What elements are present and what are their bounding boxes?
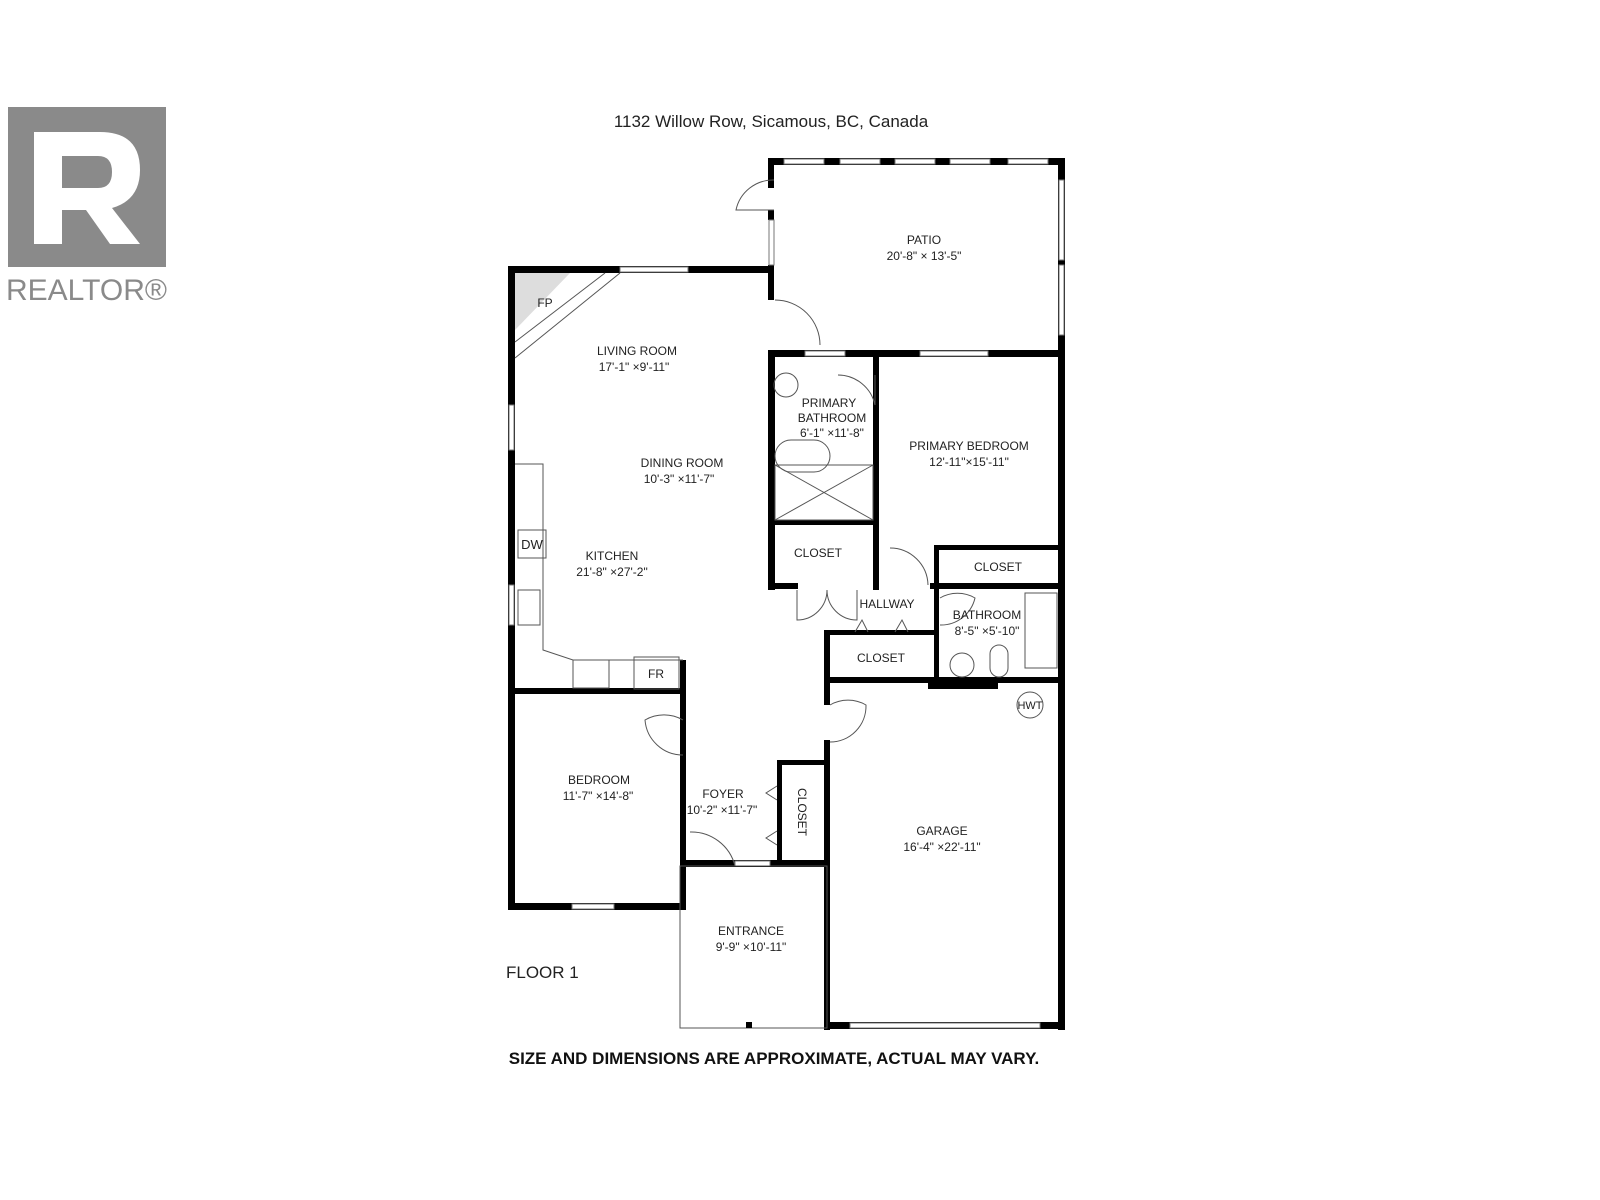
- room-foyer: FOYER 10'-2" ×11'-7": [687, 787, 758, 817]
- room-dining: DINING ROOM 10'-3" ×11'-7": [641, 456, 724, 486]
- room-garage: GARAGE 16'-4" ×22'-11": [903, 824, 980, 854]
- dishwasher-label: DW: [521, 537, 543, 552]
- room-name: PRIMARY: [802, 396, 856, 410]
- hot-water-tank-label: HWT: [1017, 700, 1042, 712]
- room-kitchen: KITCHEN 21'-8" ×27'-2": [576, 549, 647, 579]
- room-dims: 9'-9" ×10'-11": [716, 940, 787, 954]
- room-dims: 21'-8" ×27'-2": [576, 565, 647, 579]
- plan-title: 1132 Willow Row, Sicamous, BC, Canada: [614, 112, 929, 131]
- disclaimer: SIZE AND DIMENSIONS ARE APPROXIMATE, ACT…: [509, 1049, 1040, 1068]
- room-name: BATHROOM: [953, 608, 1021, 622]
- room-closet-3: CLOSET: [857, 651, 906, 665]
- room-name: FOYER: [702, 787, 744, 801]
- room-bathroom: BATHROOM 8'-5" ×5'-10": [953, 608, 1021, 638]
- floor-label: FLOOR 1: [506, 963, 579, 982]
- room-dims: 8'-5" ×5'-10": [955, 624, 1020, 638]
- room-living: LIVING ROOM 17'-1" ×9'-11": [597, 344, 677, 374]
- room-entrance: ENTRANCE 9'-9" ×10'-11": [716, 924, 787, 954]
- walls: [508, 158, 1065, 1030]
- room-hallway: HALLWAY: [859, 597, 914, 611]
- room-name: KITCHEN: [586, 549, 639, 563]
- room-dims: 16'-4" ×22'-11": [903, 840, 980, 854]
- room-dims: 11'-7" ×14'-8": [563, 789, 634, 803]
- room-closet-4: CLOSET: [795, 788, 809, 837]
- room-name: ENTRANCE: [718, 924, 784, 938]
- room-closet-2: CLOSET: [974, 560, 1023, 574]
- room-dims: 10'-2" ×11'-7": [687, 803, 758, 817]
- room-name: PATIO: [907, 233, 941, 247]
- room-dims: 6'-1" ×11'-8": [800, 426, 864, 440]
- room-dims: 20'-8" × 13'-5": [887, 249, 962, 263]
- room-patio: PATIO 20'-8" × 13'-5": [887, 233, 962, 263]
- fridge-label: FR: [648, 667, 664, 681]
- room-name: DINING ROOM: [641, 456, 724, 470]
- room-dims: 12'-11"×15'-11": [929, 455, 1009, 469]
- room-dims: 17'-1" ×9'-11": [599, 360, 670, 374]
- room-name: BEDROOM: [568, 773, 630, 787]
- room-name: PRIMARY BEDROOM: [909, 439, 1029, 453]
- realtor-logo: REALTOR®: [6, 107, 167, 307]
- room-closet-1: CLOSET: [794, 546, 843, 560]
- room-name: GARAGE: [916, 824, 967, 838]
- room-bedroom: BEDROOM 11'-7" ×14'-8": [563, 773, 634, 803]
- room-name: LIVING ROOM: [597, 344, 677, 358]
- room-dims: 10'-3" ×11'-7": [644, 472, 715, 486]
- realtor-logo-text: REALTOR®: [6, 274, 167, 307]
- room-primary-bedroom: PRIMARY BEDROOM 12'-11"×15'-11": [909, 439, 1029, 469]
- room-name-2: BATHROOM: [798, 411, 866, 425]
- room-primary-bathroom: PRIMARY BATHROOM 6'-1" ×11'-8": [798, 396, 866, 440]
- fireplace-label: FP: [537, 296, 552, 310]
